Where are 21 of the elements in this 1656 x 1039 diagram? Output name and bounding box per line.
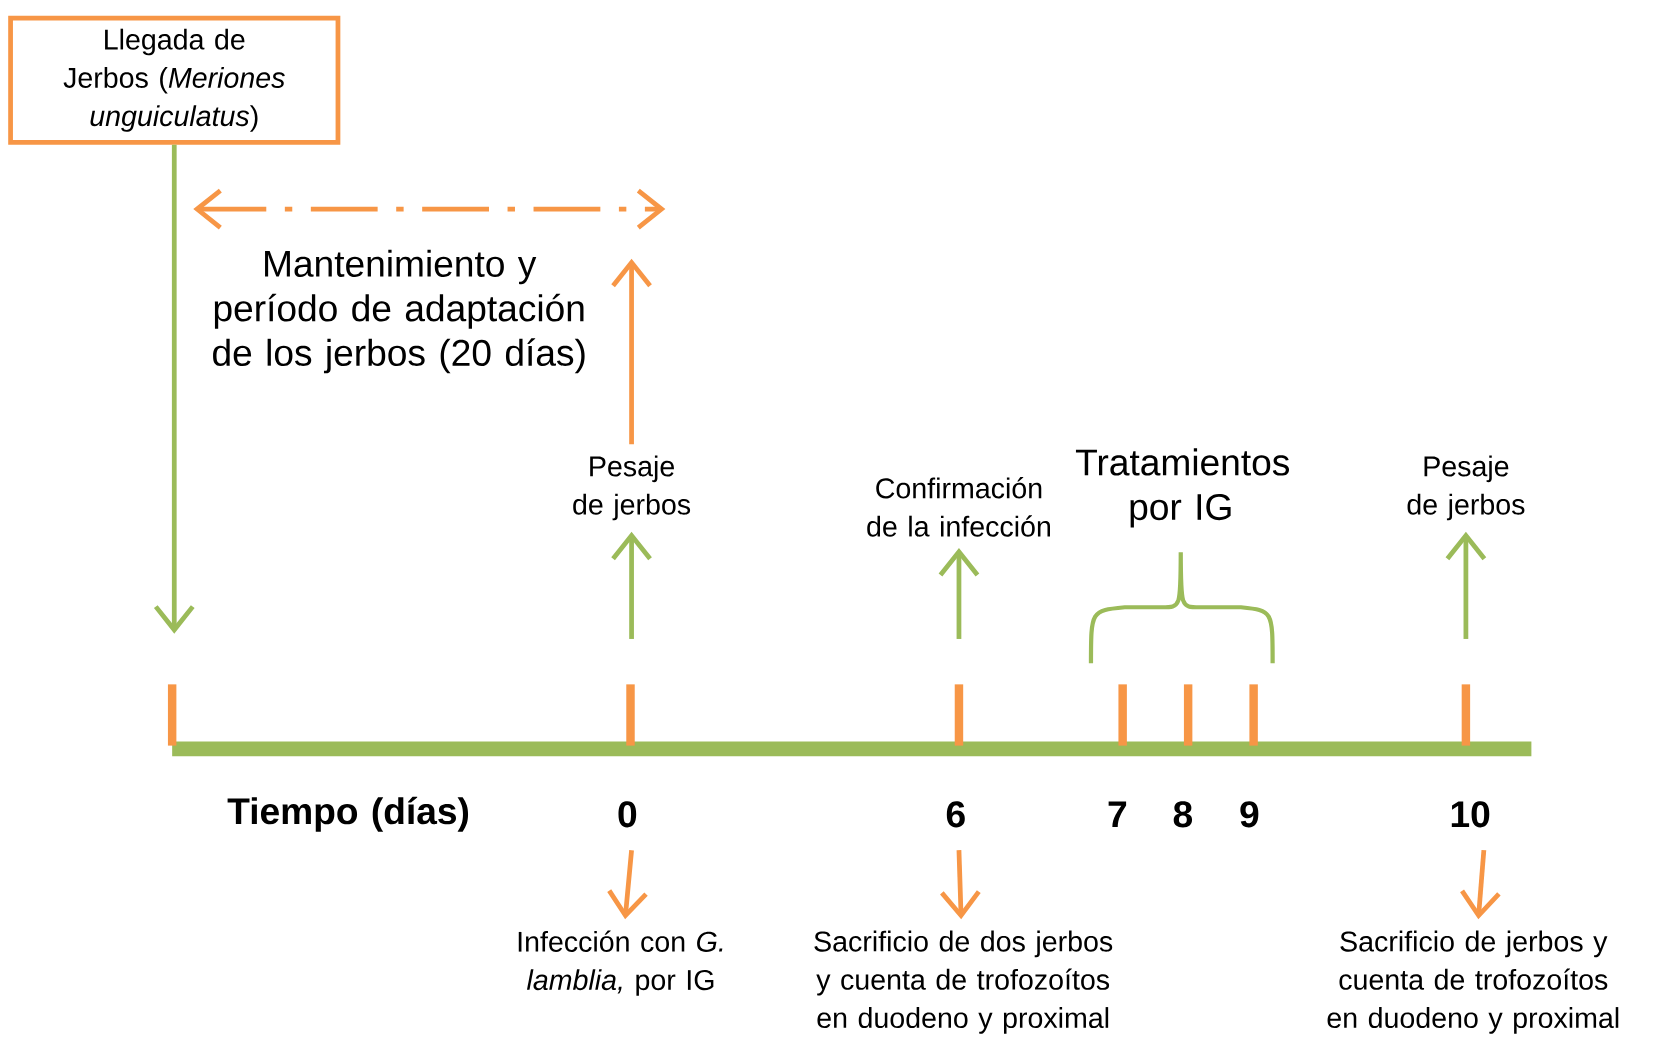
- day-number: 7: [1108, 801, 1127, 827]
- arrow: [1445, 531, 1487, 639]
- note-text: Tratamientos por IG: [1075, 448, 1289, 528]
- event-text: Confirmación de la infección: [867, 477, 1050, 537]
- day-number: 9: [1240, 801, 1259, 828]
- day-number: 6: [946, 801, 965, 828]
- note-text: Mantenimiento y período de adaptación de los jerbos (20 días): [213, 249, 585, 374]
- event-text: Sacrificio de jerbos y cuenta de trofozoítos en duodeno y proximal: [1327, 930, 1619, 1034]
- day-number: 8: [1173, 801, 1193, 828]
- event-text: Pesaje de jerbos: [1407, 455, 1525, 521]
- arrow: [611, 258, 652, 445]
- arrival-box: Llegada de Jerbos (Meriones unguiculatus): [8, 15, 341, 145]
- arrow: [938, 547, 980, 639]
- arrow: [611, 531, 652, 639]
- event-text: Pesaje de jerbos: [573, 455, 691, 521]
- day-number: 10: [1451, 801, 1490, 828]
- arrow: [153, 144, 195, 634]
- day-number: 0: [618, 801, 637, 828]
- axis-label: Tiempo (días): [227, 796, 469, 832]
- event-text: Sacrificio de dos jerbos y cuenta de trofozoítos en duodeno y proximal: [814, 930, 1113, 1034]
- event-text: Infección con G. lamblia, por IG: [518, 930, 723, 996]
